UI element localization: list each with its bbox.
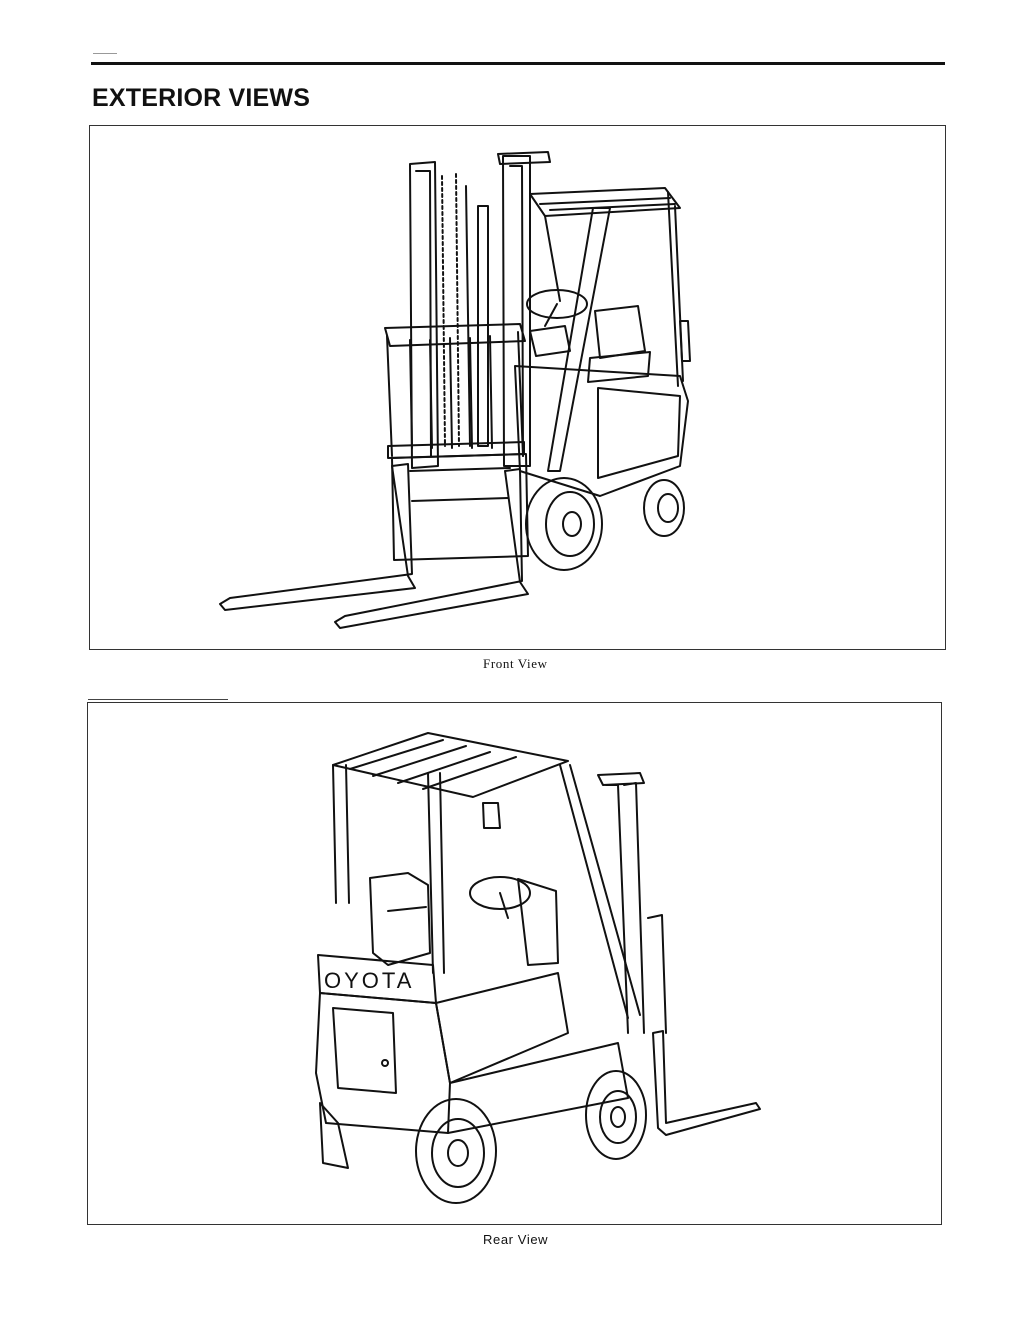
header-mark bbox=[93, 53, 117, 54]
rear-badge: OYOTA bbox=[324, 968, 414, 993]
rear-view-caption: Rear View bbox=[483, 1232, 549, 1247]
front-view-figure bbox=[89, 125, 946, 650]
header-rule bbox=[91, 62, 945, 65]
front-view-caption: Front View bbox=[483, 656, 548, 671]
forklift-rear-illustration: OYOTA bbox=[315, 732, 761, 1204]
page-title: EXTERIOR VIEWS bbox=[92, 84, 311, 112]
forklift-front-illustration bbox=[219, 151, 691, 629]
rear-view-figure: OYOTA bbox=[87, 702, 942, 1225]
figure-separator bbox=[88, 699, 228, 700]
